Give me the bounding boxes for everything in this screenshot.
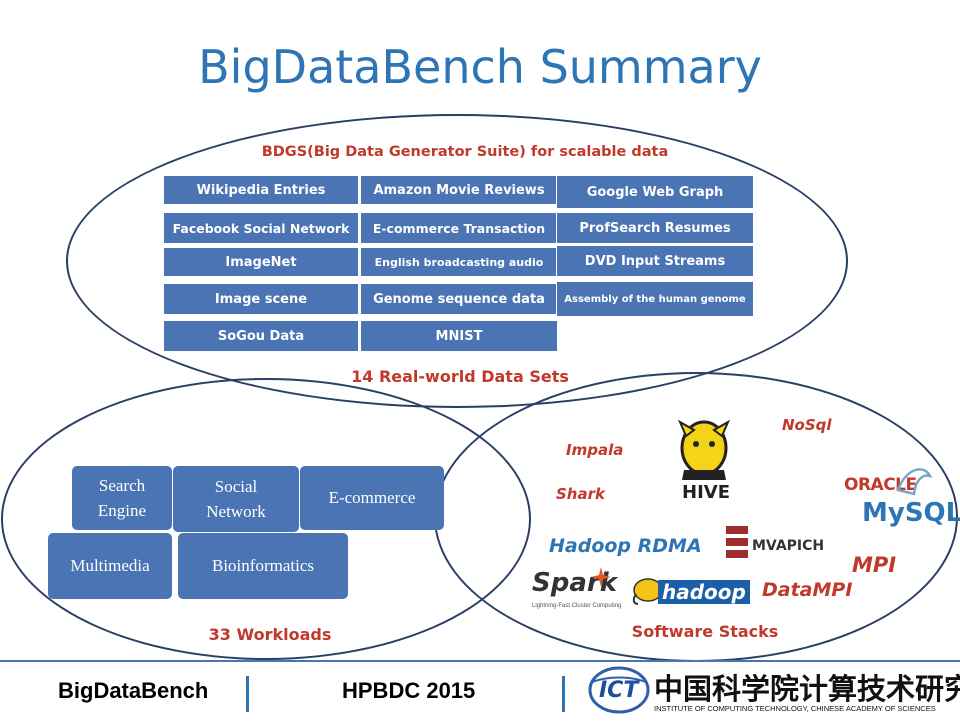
ict-globe-icon	[588, 666, 650, 714]
footer-separator	[246, 676, 249, 712]
spark-logo: Spark Lightning-Fast Cluster Computing	[530, 566, 634, 614]
hadoop-logo: hadoop	[630, 576, 750, 614]
software-stacks-label: Software Stacks	[631, 622, 779, 641]
footer-bar	[0, 660, 960, 722]
dataset-box[interactable]: ProfSearch Resumes	[556, 212, 754, 244]
workload-label: Social Network	[206, 476, 266, 522]
dolphin-icon	[894, 460, 934, 505]
spark-tagline: Lightning-Fast Cluster Computing	[532, 603, 622, 609]
footer-project-name: BigDataBench	[58, 678, 209, 703]
dataset-box[interactable]: MNIST	[360, 320, 558, 352]
shark-label: Shark	[556, 485, 605, 503]
workload-social-network[interactable]: Social Network	[173, 466, 299, 532]
page-title: BigDataBench Summary	[198, 40, 762, 94]
dataset-box[interactable]: Facebook Social Network	[163, 212, 359, 244]
datampi-label: DataMPI	[762, 579, 853, 601]
workloads-count-label: 33 Workloads	[208, 625, 332, 644]
workload-label: Multimedia	[70, 556, 150, 576]
workload-label: E-commerce	[328, 488, 416, 508]
institute-name-cn: 中国科学院计算技术研究所	[654, 672, 960, 706]
hive-logo-text: HIVE	[682, 482, 730, 503]
dataset-box[interactable]: English broadcasting audio	[360, 247, 558, 277]
hive-logo: HIVE	[676, 418, 732, 508]
datasets-count-label: 14 Real-world Data Sets	[351, 367, 569, 386]
dataset-box[interactable]: Image scene	[163, 283, 359, 315]
workload-search-engine[interactable]: Search Engine	[72, 466, 172, 530]
workload-label: Search Engine	[97, 475, 147, 521]
nosql-label: NoSql	[782, 416, 832, 434]
dataset-box[interactable]: Amazon Movie Reviews	[360, 175, 558, 205]
dataset-box[interactable]: Google Web Graph	[556, 175, 754, 209]
dataset-box[interactable]: Genome sequence data	[360, 283, 558, 315]
spark-star-icon	[591, 567, 611, 587]
hive-bee-icon	[677, 419, 731, 480]
hadoop-logo-text: hadoop	[658, 580, 750, 604]
hadoop-rdma-label: Hadoop RDMA	[549, 535, 702, 557]
workload-e-commerce[interactable]: E-commerce	[300, 466, 444, 530]
ict-logo-text: ICT	[599, 678, 639, 703]
bdgs-ellipse	[66, 114, 848, 408]
mvapich-logo: MVAPICH	[724, 524, 834, 564]
footer-separator	[562, 676, 565, 712]
workload-label: Bioinformatics	[212, 556, 314, 576]
spark-logo-text: Spark	[532, 568, 617, 598]
dataset-box[interactable]: Assembly of the human genome	[556, 281, 754, 317]
workload-multimedia[interactable]: Multimedia	[48, 533, 172, 599]
institute-name-en: INSTITUTE OF COMPUTING TECHNOLOGY, CHINE…	[654, 704, 936, 713]
impala-label: Impala	[566, 441, 624, 459]
dataset-box[interactable]: DVD Input Streams	[556, 245, 754, 277]
bdgs-caption: BDGS(Big Data Generator Suite) for scala…	[261, 144, 669, 160]
ict-logo: ICT	[588, 666, 650, 714]
mysql-logo: MySQL	[862, 498, 960, 528]
dataset-box[interactable]: E-commerce Transaction	[360, 212, 558, 244]
dataset-box[interactable]: ImageNet	[163, 247, 359, 277]
mpi-label: MPI	[852, 553, 897, 577]
mvapich-logo-text: MVAPICH	[752, 538, 825, 554]
footer-conference: HPBDC 2015	[342, 678, 476, 703]
workload-bioinformatics[interactable]: Bioinformatics	[178, 533, 348, 599]
mvapich-mark-icon	[726, 526, 748, 558]
dataset-box[interactable]: Wikipedia Entries	[163, 175, 359, 205]
dataset-box[interactable]: SoGou Data	[163, 320, 359, 352]
